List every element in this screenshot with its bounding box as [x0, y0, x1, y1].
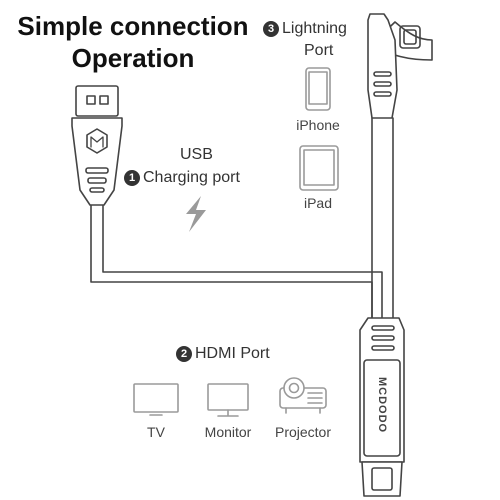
iphone-label: iPhone	[296, 117, 340, 133]
lightning-cable-wire	[371, 117, 394, 319]
lightning-bolt-icon	[186, 196, 206, 232]
monitor-icon	[207, 383, 249, 417]
hdmi-port-text: HDMI Port	[195, 345, 270, 362]
lightning-port-label-text: Lightning	[282, 20, 347, 37]
lightning-plug-icon	[367, 13, 433, 119]
ipad-icon	[299, 145, 339, 191]
lightning-port-label-line2: Port	[304, 42, 334, 59]
step-number-1: 1	[124, 170, 140, 186]
page-title-line2: Operation	[71, 43, 195, 73]
monitor-label: Monitor	[204, 424, 252, 440]
iphone-icon	[305, 67, 331, 111]
usb-charging-port-text: Charging port	[143, 169, 240, 186]
page-title-line1: Simple connection	[17, 11, 249, 41]
hdmi-plug-icon	[359, 317, 405, 497]
step-number-2: 2	[176, 346, 192, 362]
projector-label: Projector	[274, 424, 332, 440]
usb-plug-icon	[71, 85, 123, 206]
step-number-3: 3	[263, 21, 279, 37]
ipad-label: iPad	[303, 195, 333, 211]
tv-icon	[133, 383, 179, 416]
tv-label: TV	[147, 424, 165, 440]
brand-logo-text: MCDODO	[376, 376, 389, 434]
projector-icon	[279, 377, 327, 414]
usb-label-line1: USB	[180, 146, 213, 163]
usb-cable-wire	[90, 204, 383, 319]
